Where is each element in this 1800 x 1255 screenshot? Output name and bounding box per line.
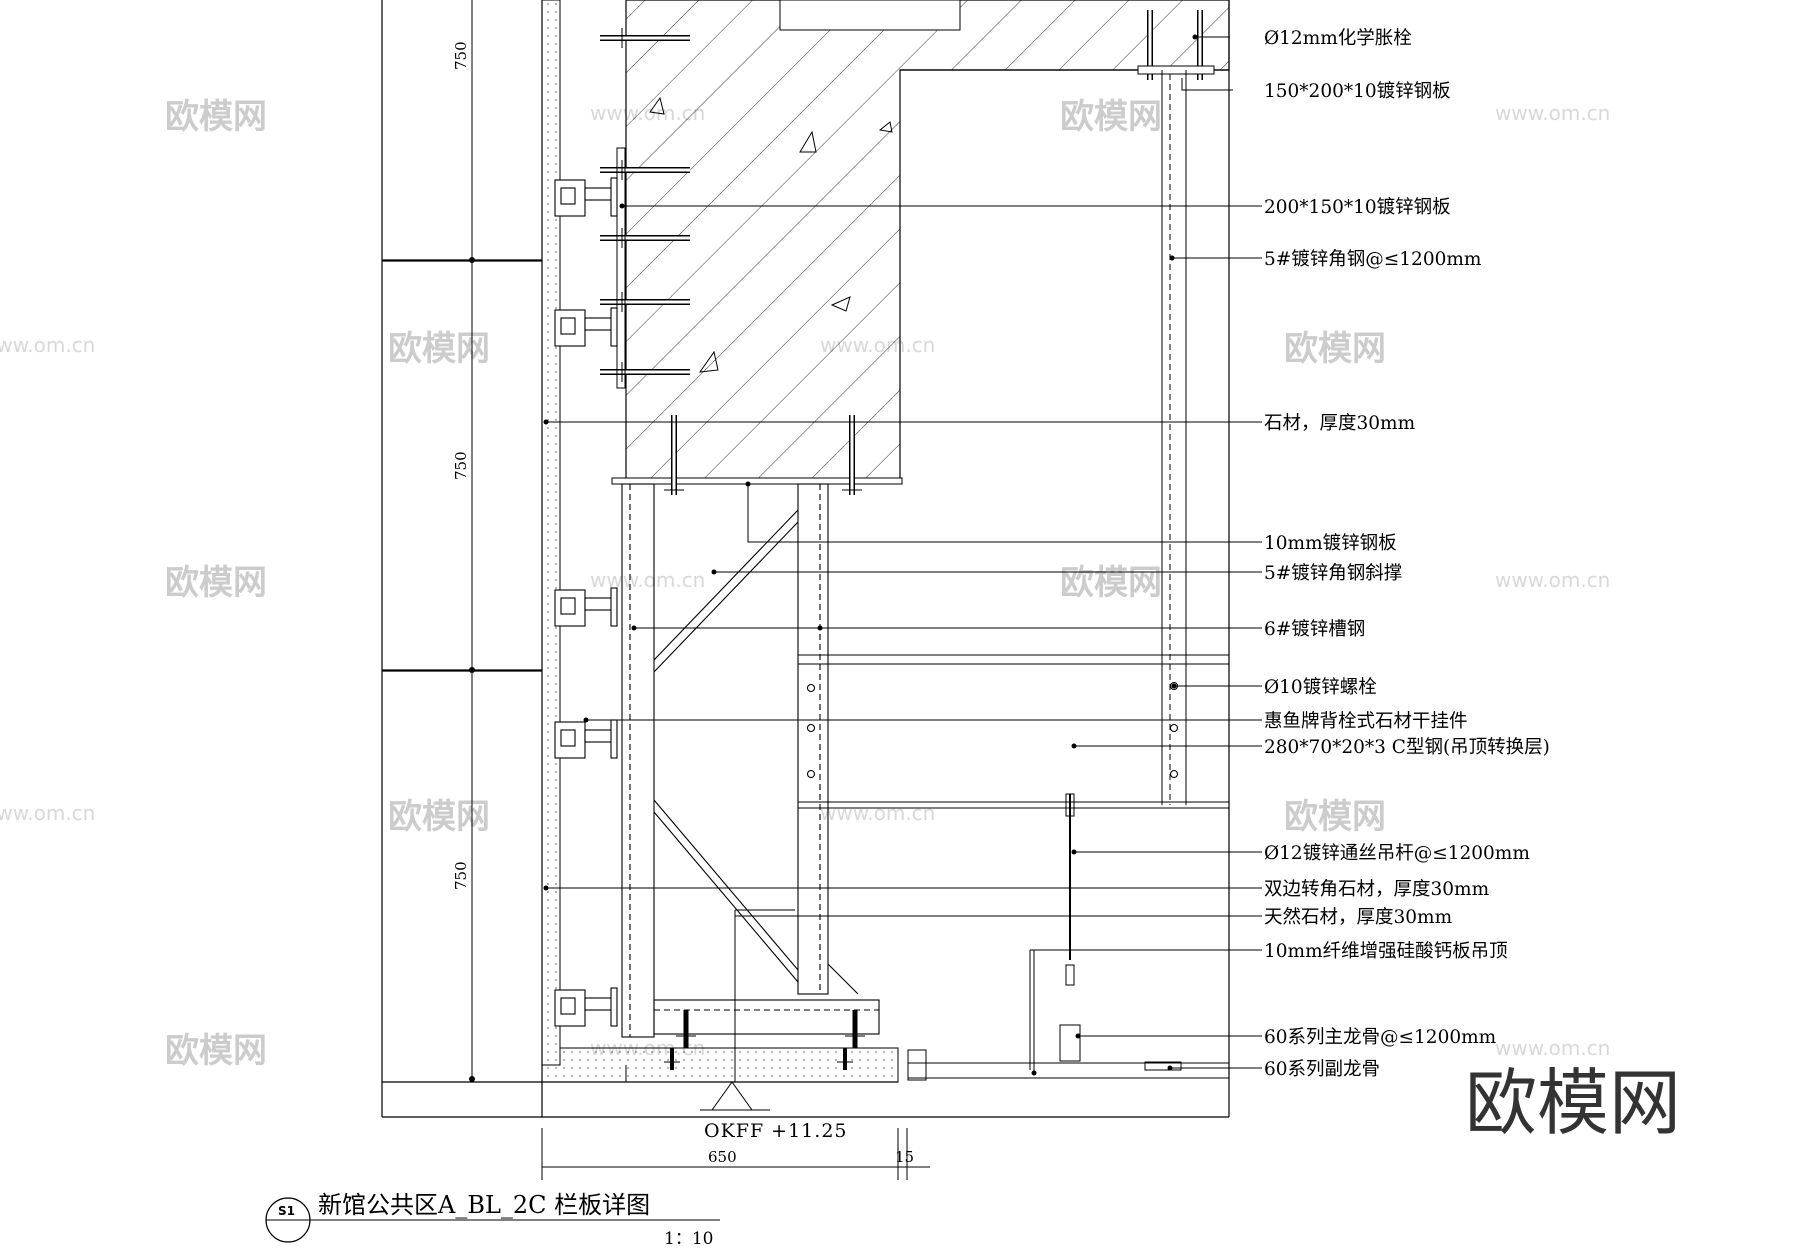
callout-label: 6#镀锌槽钢: [1264, 619, 1365, 640]
vertical-dimension: 750 750 750: [452, 0, 475, 1082]
watermark-site: www.om.cn: [1495, 101, 1610, 125]
leader-lines: [546, 36, 1262, 1073]
watermark-brand: 欧模网: [1284, 329, 1386, 369]
anchor-bolts: [600, 10, 1215, 495]
level-marker: OKFF +11.25: [700, 909, 848, 1142]
watermark-site: www.om.cn: [0, 333, 95, 357]
callout-label: 天然石材，厚度30mm: [1264, 907, 1453, 928]
level-label: OKFF +11.25: [704, 1120, 848, 1142]
callout-label: 60系列主龙骨@≤1200mm: [1264, 1027, 1497, 1048]
watermark-brand: 欧模网: [165, 563, 267, 603]
callout-label: 200*150*10镀锌钢板: [1264, 197, 1451, 218]
angle-steel-vertical: [1161, 70, 1187, 805]
leader-dots: [543, 34, 1198, 1076]
callout-labels: Ø12mm化学胀栓 150*200*10镀锌钢板 200*150*10镀锌钢板 …: [1264, 28, 1550, 1080]
callout-label: Ø12镀锌通丝吊杆@≤1200mm: [1264, 843, 1530, 864]
watermark-site: www.om.cn: [1495, 1036, 1610, 1060]
bottom-dimension: 650 15: [541, 1128, 930, 1180]
callout-label: 惠鱼牌背栓式石材干挂件: [1264, 711, 1468, 732]
watermark-brand-large: 欧模网: [1465, 1061, 1681, 1145]
drawing-scale: 1：10: [664, 1229, 713, 1249]
drawing-title: 新馆公共区A_BL_2C 栏板详图: [318, 1191, 650, 1219]
callout-label: 石材，厚度30mm: [1264, 413, 1416, 434]
dim-15: 15: [895, 1148, 914, 1166]
dim-750-bottom: 750: [452, 861, 470, 890]
callout-label: Ø10镀锌螺栓: [1264, 677, 1377, 698]
ceiling-assembly: [907, 793, 1229, 1081]
callout-label: 5#镀锌角钢@≤1200mm: [1264, 249, 1482, 270]
sheet-mark: S1: [278, 1204, 295, 1218]
watermark-brand: 欧模网: [165, 1031, 267, 1071]
dim-750-mid: 750: [452, 451, 470, 480]
watermark-brand: 欧模网: [1060, 97, 1162, 137]
channel-steel-frame: [621, 483, 880, 1038]
watermark-brand: 欧模网: [388, 797, 490, 837]
callout-label: 280*70*20*3 C型钢(吊顶转换层): [1264, 737, 1550, 758]
watermark-brand: 欧模网: [165, 97, 267, 137]
callout-label: 60系列副龙骨: [1264, 1059, 1380, 1080]
callout-label: Ø12mm化学胀栓: [1264, 28, 1412, 49]
stone-hanging-clips: [554, 177, 618, 1027]
watermark-site: www.om.cn: [1495, 568, 1610, 592]
watermark-brand: 欧模网: [1060, 563, 1162, 603]
stone-cladding: [541, 0, 899, 1083]
dim-750-top: 750: [452, 41, 470, 70]
c-steel-transfer-layer: [798, 654, 1229, 809]
callout-label: 10mm纤维增强硅酸钙板吊顶: [1264, 941, 1508, 962]
title-block: S1 新馆公共区A_BL_2C 栏板详图 1：10: [265, 1191, 720, 1249]
watermark-site: www.om.cn: [590, 568, 705, 592]
watermark-brand: 欧模网: [1284, 797, 1386, 837]
steel-plate-10mm: [611, 477, 903, 485]
bottom-bolts: [664, 1010, 865, 1070]
dim-650: 650: [708, 1148, 737, 1166]
watermark-brand: 欧模网: [388, 329, 490, 369]
callout-label: 10mm镀锌钢板: [1264, 533, 1397, 554]
callout-label: 双边转角石材，厚度30mm: [1264, 879, 1490, 900]
callout-label: 5#镀锌角钢斜撑: [1264, 563, 1402, 584]
callout-label: 150*200*10镀锌钢板: [1264, 81, 1451, 102]
watermark-site: www.om.cn: [820, 801, 935, 825]
watermark-site: www.om.cn: [0, 801, 95, 825]
